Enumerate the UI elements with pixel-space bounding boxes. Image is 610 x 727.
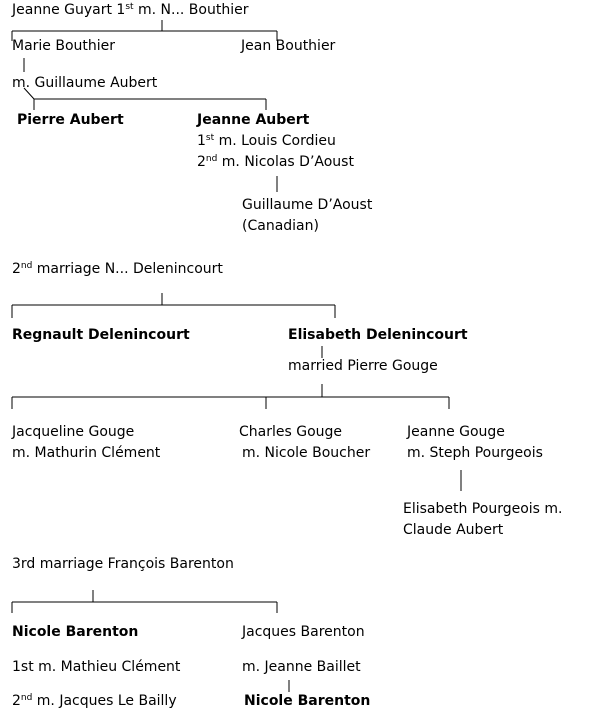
spouse-steph-pourgeois: m. Steph Pourgeois [407, 445, 543, 461]
spouse-nicole-boucher: m. Nicole Boucher [242, 445, 371, 461]
person-charles-gouge: Charles Gouge [239, 424, 343, 440]
spouse-mathurin-clement: m. Mathurin Clément [12, 445, 161, 461]
person-elisabeth-delenincourt: Elisabeth Delenincourt [288, 327, 468, 343]
connector [23, 87, 35, 100]
spouse-pierre-gouge: married Pierre Gouge [288, 358, 438, 374]
spouse-nicolas-daoust: 2nd m. Nicolas D’Aoust [197, 154, 354, 170]
spouse-jeanne-baillet: m. Jeanne Baillet [242, 659, 361, 675]
person-nicole-barenton: Nicole Barenton [12, 624, 139, 640]
person-jeanne-gouge: Jeanne Gouge [407, 424, 505, 440]
root-couple: Jeanne Guyart 1st m. N... Bouthier [12, 2, 249, 18]
spouse-jacques-le-bailly: 2nd m. Jacques Le Bailly [12, 693, 177, 709]
person-guillaume-daoust: Guillaume D’Aoust [242, 197, 373, 213]
spouse-louis-cordieu: 1st m. Louis Cordieu [197, 133, 336, 149]
person-marie-bouthier: Marie Bouthier [12, 38, 116, 54]
person-jean-bouthier: Jean Bouthier [241, 38, 336, 54]
person-jeanne-aubert: Jeanne Aubert [197, 112, 310, 128]
person-nicole-barenton-child: Nicole Barenton [244, 693, 371, 709]
person-guillaume-note: (Canadian) [242, 218, 319, 234]
person-jacques-barenton: Jacques Barenton [242, 624, 365, 640]
person-regnault-delenincourt: Regnault Delenincourt [12, 327, 190, 343]
person-pierre-aubert: Pierre Aubert [17, 112, 124, 128]
third-marriage: 3rd marriage François Barenton [12, 556, 234, 572]
person-jacqueline-gouge: Jacqueline Gouge [12, 424, 135, 440]
person-elisabeth-pourgeois: Elisabeth Pourgeois m. [403, 501, 563, 517]
spouse-guillaume-aubert: m. Guillaume Aubert [12, 75, 158, 91]
spouse-claude-aubert: Claude Aubert [403, 522, 504, 538]
second-marriage: 2nd marriage N... Delenincourt [12, 261, 223, 277]
spouse-mathieu-clement: 1st m. Mathieu Clément [12, 659, 181, 675]
